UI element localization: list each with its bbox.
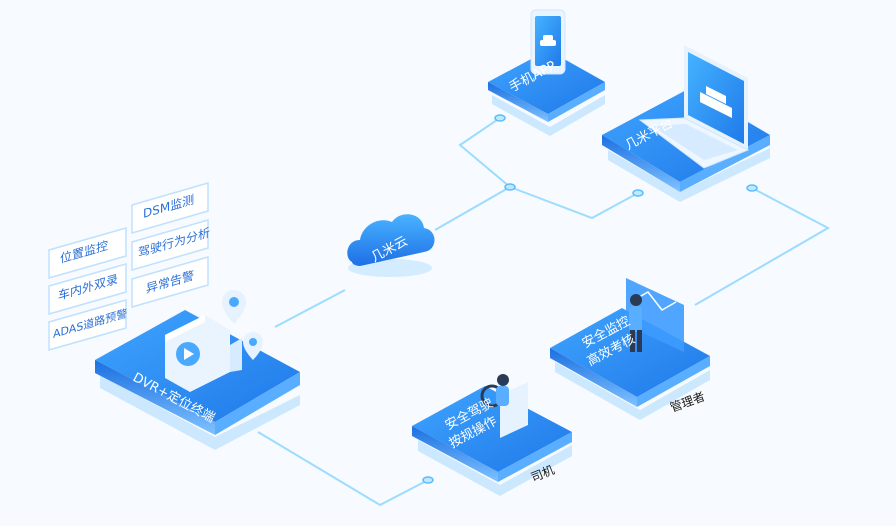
line-dvr-driver (257, 431, 429, 507)
laptop-icon (638, 45, 750, 169)
dvr-node: DVR+定位终端 (95, 290, 300, 450)
cloud-node: 几米云 (347, 214, 435, 277)
monitor-node: 安全监控 高效考核 (550, 278, 710, 420)
app-node: 手机APP (488, 9, 605, 136)
line-hub-platform (509, 186, 639, 220)
cloud-icon (347, 214, 435, 266)
location-pin-icon (243, 332, 263, 360)
connector-dots (422, 114, 758, 484)
feature-tag: DSM监测 (131, 182, 209, 234)
drive-node: 安全驾驶 按规操作 (412, 374, 572, 496)
car-icon (540, 35, 556, 46)
role-driver: 司机 (529, 463, 557, 485)
manager-figure-icon (629, 294, 642, 352)
line-dvr-cloud (274, 289, 346, 328)
connector-lines (257, 117, 831, 507)
car-icon (700, 86, 732, 118)
platform-node: 几米平台 (602, 45, 770, 202)
line-hub-app (458, 117, 511, 188)
camera-icon (165, 315, 242, 392)
phone-icon (530, 9, 566, 75)
feature-tag: 异常告警 (131, 256, 209, 308)
line-cloud-hub (434, 186, 511, 231)
location-pin-icon (222, 290, 246, 324)
line-platform-manager (694, 187, 831, 306)
driver-figure-icon (496, 374, 509, 406)
